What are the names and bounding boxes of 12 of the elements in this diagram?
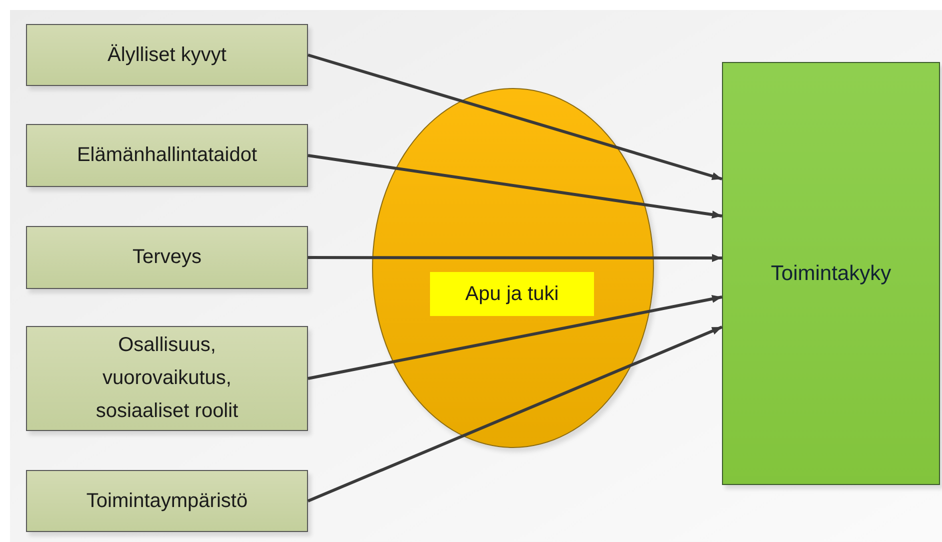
highlighted-label: Apu ja tuki	[430, 272, 594, 316]
arrow	[308, 254, 722, 262]
process-box: Elämänhallintataidot	[26, 124, 308, 187]
process-box: Älylliset kyvyt	[26, 24, 308, 86]
arrow	[308, 295, 722, 380]
process-box: Toimintakyky	[722, 62, 940, 485]
process-box: Osallisuus, vuorovaikutus, sosiaaliset roolit	[26, 326, 308, 431]
arrow	[308, 154, 722, 218]
arrow	[308, 54, 722, 180]
arrow	[307, 326, 723, 502]
process-box: Toimintaympäristö	[26, 470, 308, 532]
process-box: Terveys	[26, 226, 308, 289]
